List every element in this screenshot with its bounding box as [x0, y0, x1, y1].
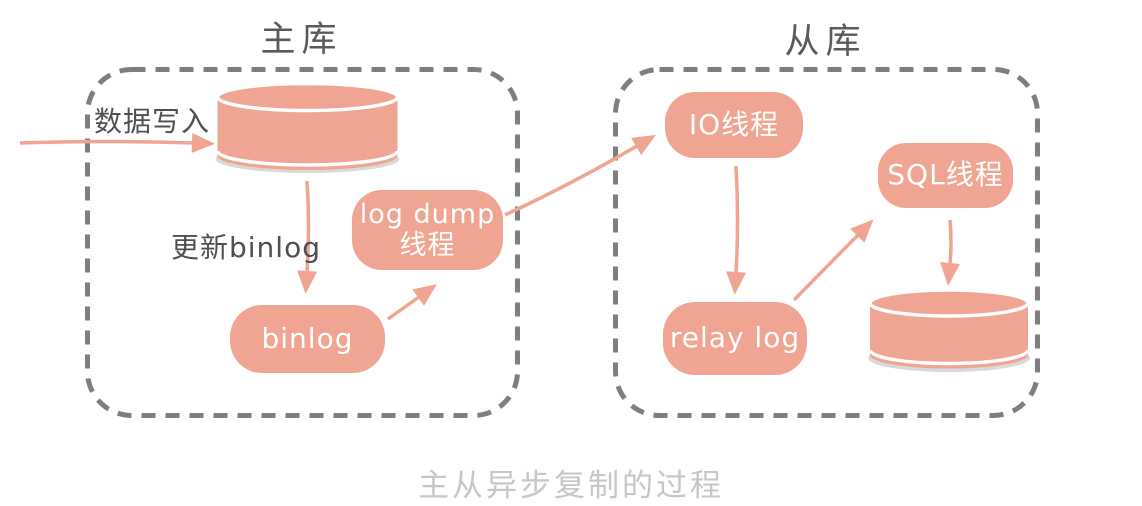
node-io-thread: IO线程 — [665, 92, 803, 158]
arrow-binlog-to-logdump — [386, 284, 437, 321]
log-dump-thread-label-line1: log dump — [359, 198, 496, 230]
update-binlog-label: 更新binlog — [171, 231, 321, 264]
binlog-label: binlog — [261, 321, 354, 355]
relay-log-label: relay log — [669, 321, 801, 355]
master-group-title: 主库 — [260, 20, 343, 60]
arrow-data-write — [19, 132, 215, 153]
arrow-iothread-to-relaylog — [726, 165, 747, 295]
node-binlog: binlog — [230, 305, 385, 373]
node-log-dump-thread: log dump 线程 — [352, 190, 503, 270]
sql-thread-label: SQL线程 — [887, 158, 1004, 192]
slave-database-cylinder-icon — [868, 288, 1030, 372]
log-dump-thread-label-line2: 线程 — [399, 230, 456, 261]
slave-group-title: 从库 — [784, 22, 867, 62]
arrow-relaylog-to-sqlthread — [792, 219, 874, 302]
node-sql-thread: SQL线程 — [878, 143, 1013, 208]
diagram-caption: 主从异步复制的过程 — [418, 468, 724, 504]
arrow-logdump-to-iothread — [504, 134, 657, 217]
master-database-cylinder-icon — [215, 81, 400, 173]
data-write-label: 数据写入 — [94, 105, 211, 138]
io-thread-label: IO线程 — [688, 107, 780, 141]
arrow-sqlthread-to-db — [940, 219, 961, 286]
node-relay-log: relay log — [663, 302, 807, 375]
